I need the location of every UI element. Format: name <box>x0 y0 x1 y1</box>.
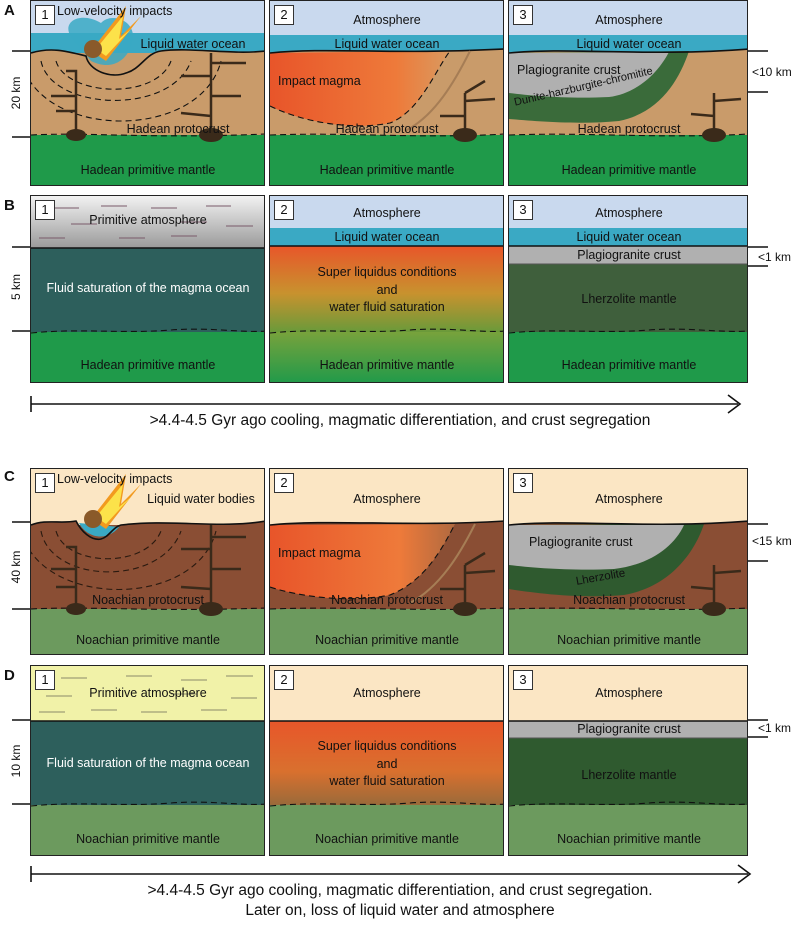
caption-bottom-line2: Later on, loss of liquid water and atmos… <box>245 902 555 919</box>
row-label-c: C <box>4 468 15 485</box>
label-mantle: Noachian primitive mantle <box>557 633 701 647</box>
label-super-liquidus: Super liquidus conditions <box>317 265 457 279</box>
panel-number: 3 <box>513 670 533 690</box>
label-atmosphere: Atmosphere <box>595 206 663 220</box>
right-label-c: <15 km <box>752 534 792 548</box>
right-label-b: <1 km <box>758 250 792 264</box>
label-mantle: Noachian primitive mantle <box>315 832 459 846</box>
label-crust: Noachian protocrust <box>331 593 443 607</box>
panel-number: 2 <box>274 5 294 25</box>
label-ocean: Liquid water ocean <box>334 37 440 51</box>
right-label-d: <1 km <box>758 721 792 735</box>
label-mantle: Hadean primitive mantle <box>319 358 455 372</box>
label-plagiogranite-crust: Plagiogranite crust <box>529 535 633 549</box>
panel-d2: 2 Atmosphere Super liquidus conditions a… <box>269 665 504 856</box>
label-primitive-atmosphere: Primitive atmosphere <box>89 213 207 227</box>
label-mantle: Hadean primitive mantle <box>561 358 697 372</box>
label-mantle: Hadean primitive mantle <box>319 163 455 177</box>
label-and: and <box>376 283 398 297</box>
panel-number: 1 <box>35 473 55 493</box>
panel-b1: 1 Primitive atmosphere Fluid saturation … <box>30 195 265 383</box>
caption-top: >4.4-4.5 Gyr ago cooling, magmatic diffe… <box>149 412 651 429</box>
label-impact-magma: Impact magma <box>278 74 361 88</box>
caption-bottom-line1: >4.4-4.5 Gyr ago cooling, magmatic diffe… <box>147 882 653 899</box>
panel-b3: 3 Atmosphere Liquid water ocean Plagiogr… <box>508 195 748 383</box>
label-mantle: Noachian primitive mantle <box>76 832 220 846</box>
label-impact-magma: Impact magma <box>278 546 361 560</box>
panel-number: 2 <box>274 473 294 493</box>
row-label-d: D <box>4 667 15 684</box>
panel-c2: 2 Atmosphere Impact magma Noachian proto… <box>269 468 504 655</box>
label-lherzolite-mantle: Lherzolite mantle <box>581 768 677 782</box>
panel-d3: 3 Atmosphere Plagiogranite crust Lherzol… <box>508 665 748 856</box>
label-atmosphere: Atmosphere <box>353 492 421 506</box>
label-mantle: Noachian primitive mantle <box>315 633 459 647</box>
label-super-liquidus: Super liquidus conditions <box>317 739 457 753</box>
label-low-velocity-impacts: Low-velocity impacts <box>57 4 173 18</box>
panel-number: 1 <box>35 670 55 690</box>
panel-number: 3 <box>513 200 533 220</box>
panel-number: 3 <box>513 473 533 493</box>
label-and: and <box>376 757 398 771</box>
panel-c1: 1 Low-velocity impacts Liquid water bodi… <box>30 468 265 655</box>
label-plagiogranite-crust: Plagiogranite crust <box>577 248 681 262</box>
label-atmosphere: Atmosphere <box>353 13 421 27</box>
label-atmosphere: Atmosphere <box>595 492 663 506</box>
label-crust: Hadean protocrust <box>126 122 230 136</box>
label-atmosphere: Atmosphere <box>353 686 421 700</box>
label-atmosphere: Atmosphere <box>353 206 421 220</box>
panel-c3: 3 Atmosphere Plagiogranite crust Lherzol… <box>508 468 748 655</box>
label-water-fluid-saturation: water fluid saturation <box>329 300 445 314</box>
panel-a1: 1 Low-velocity impacts Liquid water ocea… <box>30 0 265 186</box>
panel-number: 2 <box>274 670 294 690</box>
label-low-velocity-impacts: Low-velocity impacts <box>57 472 173 486</box>
panel-b2: 2 Atmosphere Liquid water ocean Super li… <box>269 195 504 383</box>
label-crust: Hadean protocrust <box>577 122 681 136</box>
label-mantle: Noachian primitive mantle <box>557 832 701 846</box>
label-lherzolite-mantle: Lherzolite mantle <box>581 292 677 306</box>
label-ocean: Liquid water ocean <box>140 37 246 51</box>
label-crust: Hadean protocrust <box>335 122 439 136</box>
label-ocean: Liquid water ocean <box>576 230 682 244</box>
label-ocean: Liquid water ocean <box>334 230 440 244</box>
label-fluid-saturation: Fluid saturation of the magma ocean <box>46 756 250 770</box>
panel-a2: 2 Atmosphere Liquid water ocean Impact m… <box>269 0 504 186</box>
row-label-a: A <box>4 2 15 19</box>
panel-d1: 1 Primitive atmosphere Fluid saturation … <box>30 665 265 856</box>
panel-number: 1 <box>35 200 55 220</box>
label-plagiogranite-crust: Plagiogranite crust <box>577 722 681 736</box>
label-crust: Noachian protocrust <box>92 593 204 607</box>
panel-a3: 3 Atmosphere Liquid water ocean Plagiogr… <box>508 0 748 186</box>
label-water-fluid-saturation: water fluid saturation <box>329 774 445 788</box>
label-liquid-water-bodies: Liquid water bodies <box>147 492 255 506</box>
label-mantle: Noachian primitive mantle <box>76 633 220 647</box>
label-atmosphere: Atmosphere <box>595 13 663 27</box>
label-atmosphere: Atmosphere <box>595 686 663 700</box>
panel-number: 1 <box>35 5 55 25</box>
row-label-b: B <box>4 197 15 214</box>
label-ocean: Liquid water ocean <box>576 37 682 51</box>
label-mantle: Hadean primitive mantle <box>80 163 216 177</box>
label-mantle: Hadean primitive mantle <box>561 163 697 177</box>
label-plagiogranite-crust: Plagiogranite crust <box>517 63 621 77</box>
label-primitive-atmosphere: Primitive atmosphere <box>89 686 207 700</box>
right-label-a: <10 km <box>752 65 792 79</box>
panel-number: 2 <box>274 200 294 220</box>
label-crust: Noachian protocrust <box>573 593 685 607</box>
label-mantle: Hadean primitive mantle <box>80 358 216 372</box>
label-fluid-saturation: Fluid saturation of the magma ocean <box>46 281 250 295</box>
panel-number: 3 <box>513 5 533 25</box>
